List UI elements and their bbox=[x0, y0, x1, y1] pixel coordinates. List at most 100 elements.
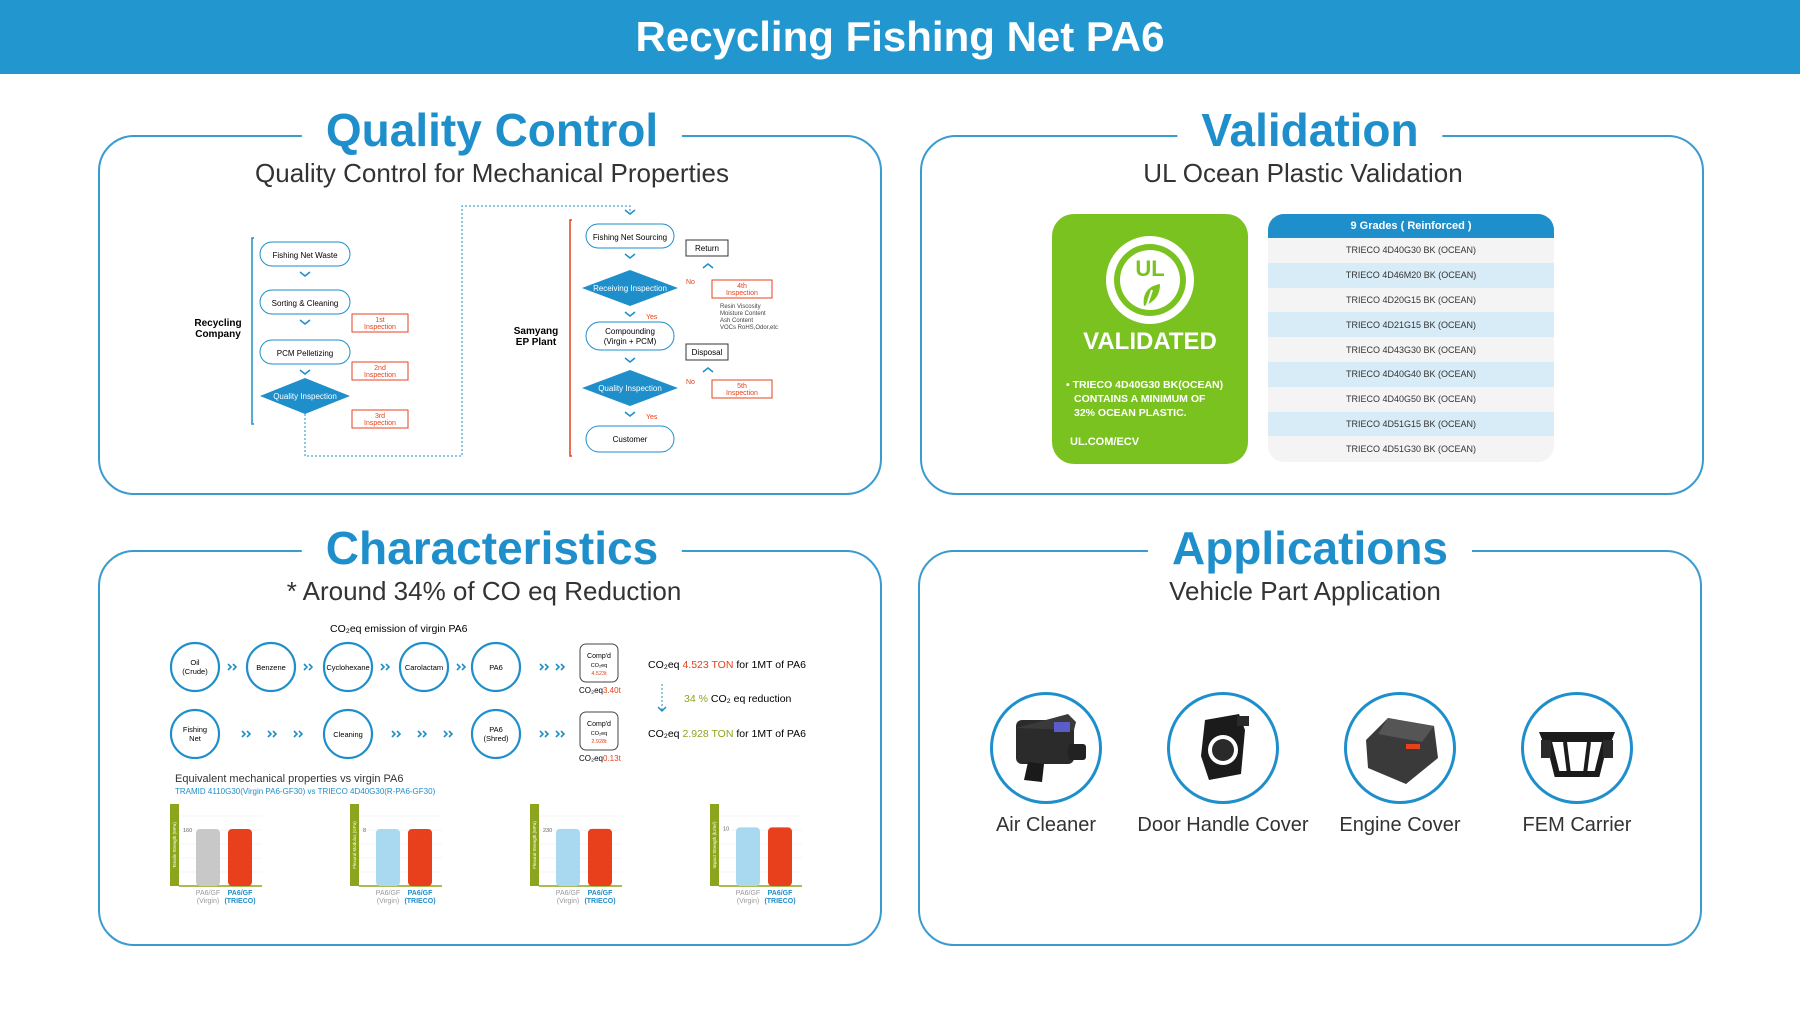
plant-receiving-decision: Receiving Inspection bbox=[582, 270, 678, 306]
svg-text:Receiving Inspection: Receiving Inspection bbox=[593, 284, 667, 293]
app-image-frame bbox=[990, 692, 1102, 804]
svg-text:PA6: PA6 bbox=[489, 663, 503, 672]
recycler-label-2: Company bbox=[195, 329, 241, 340]
grade-row: TRIECO 4D40G40 BK (OCEAN) bbox=[1268, 361, 1554, 387]
chart-ylabel: Impact Strength (kJ/m²) bbox=[712, 821, 717, 869]
ul-logo-icon: UL bbox=[1106, 236, 1194, 324]
recycler-label: Recycling bbox=[194, 318, 241, 329]
flow-node-pa6: PA6 bbox=[470, 641, 522, 693]
svg-text:Benzene: Benzene bbox=[256, 663, 286, 672]
plant-quality-decision: Quality Inspection bbox=[582, 370, 678, 406]
ul-logo-text: UL bbox=[1135, 256, 1164, 281]
svg-text:Fishing: Fishing bbox=[183, 725, 207, 734]
svg-text:Disposal: Disposal bbox=[692, 348, 723, 357]
claim-line-1: • TRIECO 4D40G30 BK(OCEAN) bbox=[1066, 379, 1224, 391]
svg-text:VOCs RoHS,Odor,etc: VOCs RoHS,Odor,etc bbox=[720, 325, 778, 331]
engine-cover-icon bbox=[1366, 718, 1438, 784]
grade-row: TRIECO 4D51G30 BK (OCEAN) bbox=[1345, 443, 1477, 454]
svg-text:Quality Inspection: Quality Inspection bbox=[598, 384, 662, 393]
connector-chevron bbox=[624, 209, 636, 215]
svg-text:Net: Net bbox=[189, 734, 202, 743]
chart-bar bbox=[196, 828, 220, 886]
chart-xlabel: (TRIECO) bbox=[404, 898, 435, 905]
chart-xlabel: (TRIECO) bbox=[584, 898, 615, 905]
chart-xlabel: PA6/GF bbox=[228, 890, 253, 897]
app-label: Door Handle Cover bbox=[1137, 814, 1309, 836]
mech-title: Equivalent mechanical properties vs virg… bbox=[175, 773, 404, 785]
svg-text:Moisture Content: Moisture Content bbox=[720, 311, 766, 317]
door-handle-cover-icon bbox=[1201, 714, 1249, 780]
svg-text:4th: 4th bbox=[737, 283, 747, 290]
plant-chevrons bbox=[624, 253, 636, 417]
grade-row: TRIECO 4D43G30 BK (OCEAN) bbox=[1345, 344, 1477, 355]
recycler-step-2: Sorting & Cleaning bbox=[259, 289, 351, 315]
summary-virgin: CO₂eq 4.523 TON for 1MT of PA6 bbox=[648, 659, 806, 671]
app-image-frame bbox=[1521, 692, 1633, 804]
chart-ylabel: Flexural Strength (MPa) bbox=[532, 821, 537, 869]
grade-row: TRIECO 4D40G30 BK (OCEAN) bbox=[1345, 245, 1477, 256]
svg-text:Compounding: Compounding bbox=[605, 327, 655, 336]
svg-text:CO₂eq: CO₂eq bbox=[591, 663, 608, 669]
grade-row: TRIECO 4D21G15 BK (OCEAN) bbox=[1268, 312, 1554, 338]
svg-text:5th: 5th bbox=[737, 383, 747, 390]
svg-text:Comp'd: Comp'd bbox=[587, 721, 611, 728]
svg-text:4.523t: 4.523t bbox=[591, 671, 607, 677]
svg-text:Inspection: Inspection bbox=[726, 390, 758, 397]
chart-bar bbox=[768, 827, 792, 886]
applications-title: Applications bbox=[1147, 522, 1473, 574]
flow-node-oil: Oil(Crude) bbox=[169, 641, 221, 693]
receiving-no: No bbox=[686, 279, 695, 286]
chart-bar bbox=[408, 828, 432, 886]
chart-xlabel: PA6/GF bbox=[376, 890, 400, 897]
return-box: Return bbox=[685, 239, 729, 257]
recycler-chevrons bbox=[299, 271, 311, 375]
quality-control-title: Quality Control bbox=[301, 104, 683, 156]
applications-subtitle: Vehicle Part Application bbox=[1169, 576, 1441, 606]
quality-control-subtitle: Quality Control for Mechanical Propertie… bbox=[255, 158, 729, 188]
co2-flow-diagram: CO₂eq emission of virgin PA6 Oil(Crude) … bbox=[169, 623, 806, 763]
app-engine-cover: Engine Cover bbox=[1312, 692, 1488, 837]
recycler-bracket bbox=[251, 237, 254, 425]
quality-control-flowchart: Recycling Company Fishing Net Waste Sort… bbox=[194, 205, 778, 457]
quality-control-panel bbox=[98, 135, 882, 495]
app-fem-carrier: FEM Carrier bbox=[1489, 692, 1665, 837]
grades-header: 9 Grades ( Reinforced ) bbox=[1268, 214, 1554, 238]
svg-text:PCM Pelletizing: PCM Pelletizing bbox=[277, 349, 333, 358]
connector-dotted bbox=[304, 205, 631, 457]
flow-node-cleaning: Cleaning bbox=[322, 708, 374, 760]
plant-compounding: Compounding(Virgin + PCM) bbox=[585, 321, 675, 351]
svg-text:CO₂eq: CO₂eq bbox=[591, 731, 608, 737]
summary-arrow-head bbox=[657, 706, 667, 713]
app-label: FEM Carrier bbox=[1522, 814, 1632, 836]
chart-axis-band bbox=[530, 804, 539, 886]
chart-bar bbox=[556, 828, 580, 886]
chart-axis-band bbox=[710, 804, 719, 886]
chart-xlabel: PA6/GF bbox=[768, 890, 793, 897]
grade-row: TRIECO 4D46M20 BK (OCEAN) bbox=[1268, 262, 1554, 288]
validation-subtitle: UL Ocean Plastic Validation bbox=[1143, 158, 1463, 188]
svg-text:Inspection: Inspection bbox=[364, 372, 396, 379]
chart-xlabel: PA6/GF bbox=[196, 890, 220, 897]
svg-text:Cleaning: Cleaning bbox=[333, 730, 363, 739]
chart-bar bbox=[228, 828, 252, 886]
chart-tick-label: 8 bbox=[363, 828, 366, 834]
svg-text:Comp'd: Comp'd bbox=[587, 653, 611, 660]
chart-bar bbox=[588, 828, 612, 886]
chart-tick-label: 160 bbox=[183, 828, 192, 834]
app-air-cleaner: Air Cleaner bbox=[958, 692, 1134, 837]
validation-title: Validation bbox=[1177, 104, 1443, 156]
mech-subtitle: TRAMID 4110G30(Virgin PA6-GF30) vs TRIEC… bbox=[175, 787, 436, 796]
flow-node-carolactam: Carolactam bbox=[398, 641, 450, 693]
chart-xlabel: (Virgin) bbox=[377, 898, 399, 905]
chart-bar bbox=[736, 827, 760, 886]
co2-virgin-value: 3.40t bbox=[603, 686, 622, 695]
title-banner: Recycling Fishing Net PA6 bbox=[0, 0, 1800, 74]
claim-line-2: CONTAINS A MINIMUM OF bbox=[1074, 393, 1206, 405]
app-image-frame bbox=[1344, 692, 1456, 804]
chart-tick-label: 230 bbox=[543, 828, 552, 834]
chart-xlabel: PA6/GF bbox=[588, 890, 613, 897]
ul-url: UL.COM/ECV bbox=[1070, 436, 1140, 448]
co2-recycled-label: CO₂eq bbox=[579, 754, 603, 763]
